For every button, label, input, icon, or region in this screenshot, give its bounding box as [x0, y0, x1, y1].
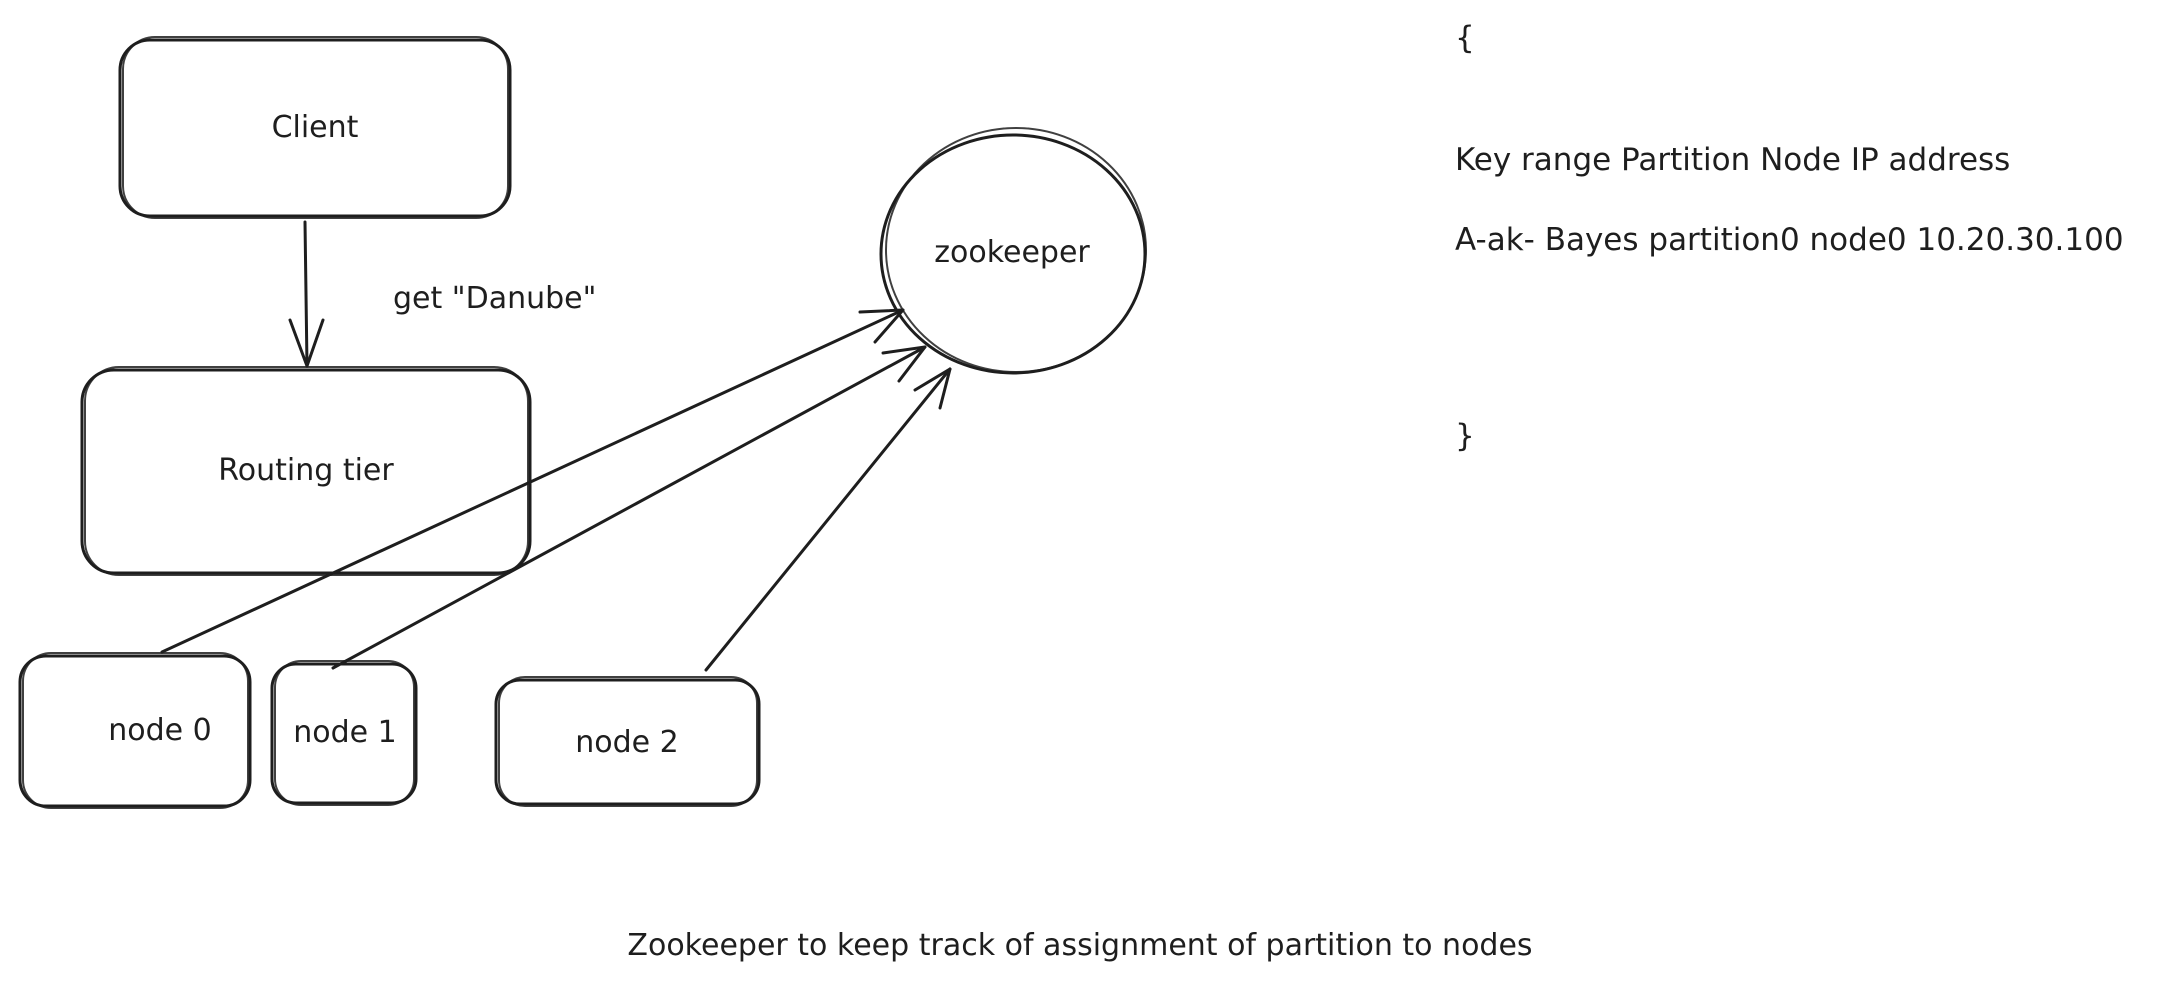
client-node: Client	[118, 36, 512, 219]
node1-to-zookeeper-arrow	[331, 345, 927, 670]
node-2-label: node 2	[575, 725, 679, 760]
node2-to-zookeeper-arrow	[704, 367, 952, 672]
client-label: Client	[272, 110, 359, 145]
node-1: node 1	[270, 660, 418, 806]
node0-to-zookeeper-arrow	[160, 308, 905, 654]
routing-tier-node: Routing tier	[80, 366, 532, 576]
partition-mapping-table: { Key range Partition Node IP address A-…	[1455, 20, 2124, 454]
mapping-open-brace: {	[1455, 20, 1475, 56]
mapping-row: A-ak- Bayes partition0 node0 10.20.30.10…	[1455, 222, 2124, 258]
client-to-routing-label: get "Danube"	[393, 281, 596, 316]
node-2: node 2	[494, 676, 761, 807]
node-1-label: node 1	[293, 715, 397, 750]
routing-tier-label: Routing tier	[218, 453, 394, 488]
client-to-routing-arrow	[288, 220, 325, 368]
node-0-label: node 0	[108, 713, 212, 748]
zookeeper-node: zookeeper	[879, 127, 1147, 375]
diagram-caption: Zookeeper to keep track of assignment of…	[627, 928, 1532, 963]
zookeeper-label: zookeeper	[934, 235, 1090, 270]
node-0: node 0	[18, 652, 252, 809]
mapping-header: Key range Partition Node IP address	[1455, 142, 2010, 178]
mapping-close-brace: }	[1455, 418, 1475, 454]
